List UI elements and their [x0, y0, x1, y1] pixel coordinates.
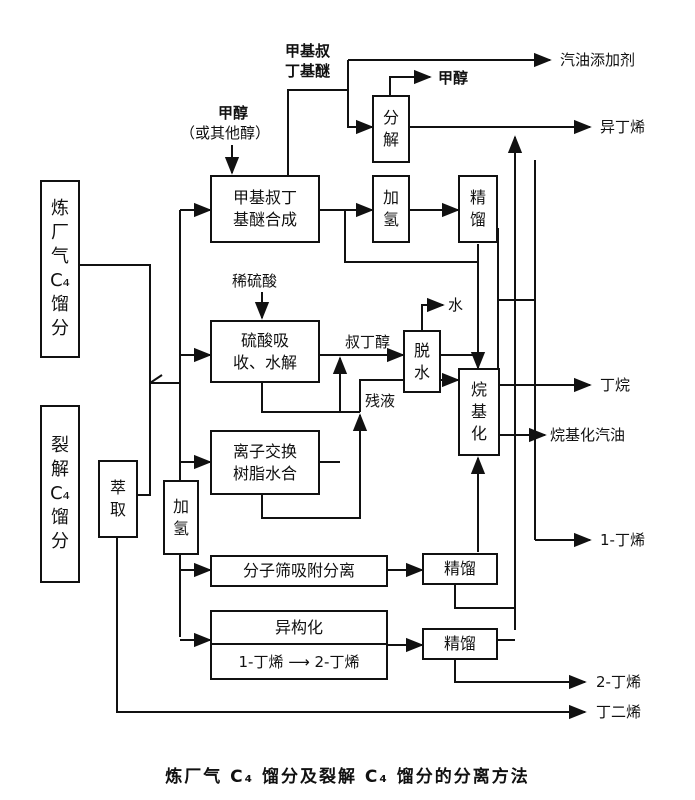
rectification-mid-label: 精馏: [443, 559, 476, 578]
refinery-gas-c4-label: 炼厂气C₄馏分: [50, 198, 70, 339]
methanol-input-label: 甲醇: [218, 104, 249, 122]
extraction-label: 萃取: [109, 478, 126, 519]
refinery-gas-c4-box: 炼厂气C₄馏分: [40, 180, 80, 358]
dehydration-box: 脱水: [403, 330, 441, 393]
hydrogenation-left-label: 加氢: [172, 496, 189, 538]
dilute-h2so4-label: 稀硫酸: [232, 272, 278, 290]
hydrogenation-top-box: 加氢: [372, 175, 410, 243]
other-alcohol-label: （或其他醇）: [180, 124, 271, 142]
mtbe-label-line1: 甲基叔: [285, 42, 331, 60]
butane-output: 丁烷: [600, 376, 631, 394]
ion-exchange-box: 离子交换 树脂水合: [210, 430, 320, 495]
rectification-bottom-box: 精馏: [422, 628, 498, 660]
h2so4-line2: 收、水解: [232, 352, 297, 372]
dehydration-label: 脱水: [413, 340, 430, 382]
butene1-output: 1-丁烯: [600, 531, 645, 549]
mtbe-label-line2: 丁基醚: [285, 62, 331, 80]
isomerization-reaction: 1-丁烯 ⟶ 2-丁烯: [238, 652, 360, 671]
molecular-sieve-box: 分子筛吸附分离: [210, 555, 388, 587]
isomerization-box: 异构化 1-丁烯 ⟶ 2-丁烯: [210, 610, 388, 680]
decomposition-box: 分解: [372, 95, 410, 163]
decomposition-label: 分解: [382, 108, 399, 149]
ion-exchange-line2: 树脂水合: [232, 463, 297, 483]
h2so4-line1: 硫酸吸: [240, 330, 289, 350]
rectification-top-box: 精馏: [458, 175, 498, 243]
residue-label: 残液: [365, 392, 396, 410]
butene2-output: 2-丁烯: [596, 673, 641, 691]
rectification-mid-box: 精馏: [422, 553, 498, 585]
hydrogenation-top-label: 加氢: [382, 188, 399, 229]
rectification-bottom-label: 精馏: [443, 634, 476, 653]
isobutene-output: 异丁烯: [600, 118, 646, 136]
butadiene-output: 丁二烯: [596, 703, 642, 721]
mtbe-synthesis-line2: 基醚合成: [232, 210, 297, 229]
cracking-c4-label: 裂解C₄馏分: [50, 435, 70, 552]
tba-label: 叔丁醇: [345, 333, 391, 351]
h2so4-absorption-box: 硫酸吸 收、水解: [210, 320, 320, 383]
methanol-output-label: 甲醇: [438, 69, 469, 87]
cracking-c4-box: 裂解C₄馏分: [40, 405, 80, 583]
figure-caption: 炼厂气 C₄ 馏分及裂解 C₄ 馏分的分离方法: [165, 767, 530, 787]
gasoline-additive-output: 汽油添加剂: [560, 51, 636, 69]
alkylation-box: 烷基化: [458, 368, 500, 456]
alkylate-gasoline-output: 烷基化汽油: [550, 426, 626, 444]
mtbe-synthesis-line1: 甲基叔丁: [232, 188, 297, 207]
isomerization-header: 异构化: [212, 612, 386, 646]
ion-exchange-line1: 离子交换: [232, 441, 297, 461]
water-label: 水: [448, 296, 464, 314]
hydrogenation-left-box: 加氢: [163, 480, 199, 555]
alkylation-label: 烷基化: [470, 380, 487, 443]
molecular-sieve-label: 分子筛吸附分离: [242, 561, 355, 580]
rectification-top-label: 精馏: [469, 188, 486, 229]
mtbe-synthesis-box: 甲基叔丁 基醚合成: [210, 175, 320, 243]
extraction-box: 萃取: [98, 460, 138, 538]
